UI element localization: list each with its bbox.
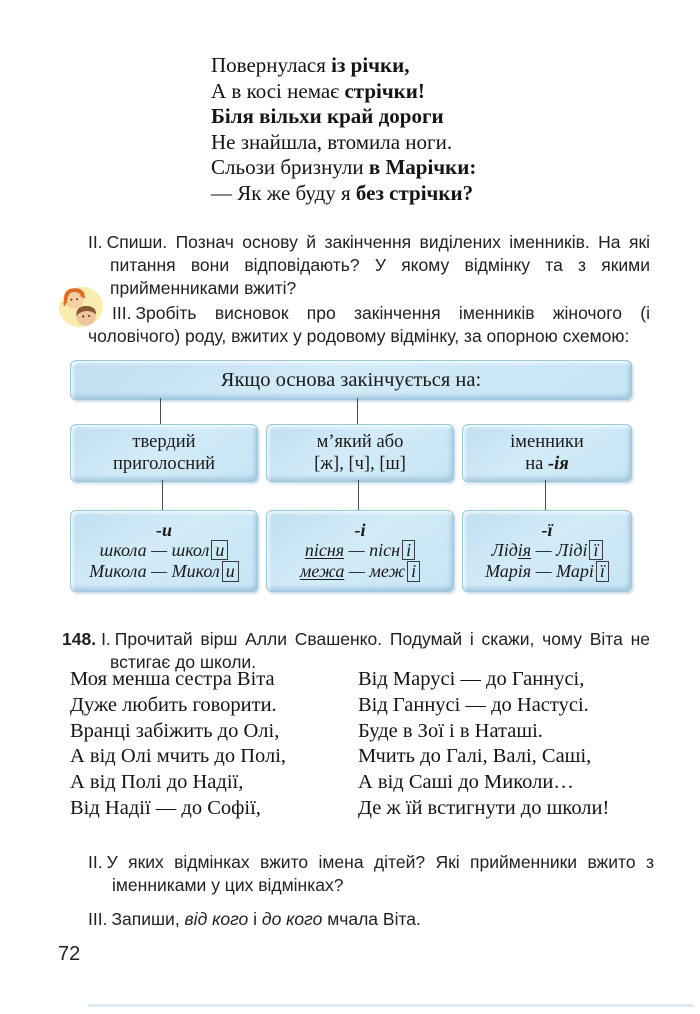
- poem-line: А від Олі мчить до Полі,: [70, 745, 287, 768]
- branch-title-line: приголосний: [112, 454, 216, 474]
- branch-title-line: [ж], [ч], [ш]: [314, 454, 406, 474]
- poem-line: Від Марусі — до Ганнусі,: [358, 668, 585, 690]
- poem-line: Від Ганнусі — до Настусі.: [358, 693, 589, 716]
- poem-top-line: Біля вільхи край дороги: [211, 104, 444, 128]
- task-number: III.: [112, 302, 132, 323]
- ending-label: -ї: [541, 519, 553, 540]
- exercise-148-part3: III.Запиши, від кого і до кого мчала Віт…: [88, 908, 654, 931]
- task-number: II.: [88, 231, 103, 252]
- poem-line: Моя менша сестра Віта: [70, 668, 275, 690]
- ending-label: -и: [155, 519, 172, 540]
- part-number: II.: [88, 851, 103, 872]
- poem-top-line: Сльози бризнули в Марічки:: [211, 155, 477, 179]
- part-text: Прочитай вірш Алли Свашенко. Подумай і с…: [110, 628, 650, 672]
- exercise-148-header: 148.I.Прочитай вірш Алли Свашенко. Подум…: [62, 628, 650, 674]
- page-number: 72: [58, 943, 81, 965]
- poem-line: А від Саші до Миколи…: [358, 771, 574, 794]
- task-text: Спиши. Познач основу й закінчення виділе…: [106, 231, 650, 298]
- ending-scheme-diagram: Якщо основа закінчується на: твердий при…: [70, 360, 632, 592]
- scheme-branch-soft-consonant: м’який або [ж], [ч], [ш]: [266, 424, 454, 482]
- exercise-poem-left-column: Моя менша сестра Віта Дуже любить говори…: [70, 667, 286, 822]
- poem-line: А від Полі до Надії,: [70, 771, 244, 794]
- branch-title-line: іменники: [510, 432, 584, 452]
- poem-line: Буде в Зої і в Наташі.: [358, 719, 543, 742]
- task-conclusion-instruction: III.Зробіть висновок про закінчення імен…: [88, 302, 650, 348]
- poem-top-line: Повернулася із річки,: [211, 53, 410, 77]
- poem-line: Вранці забіжить до Олі,: [70, 719, 280, 742]
- branch-title-line: м’який або: [316, 432, 404, 452]
- scheme-branch-iya-nouns: іменники на -ія: [462, 424, 632, 482]
- part-number: III.: [88, 908, 108, 929]
- branch-title-line: твердий: [132, 432, 196, 452]
- connector-line: [545, 480, 547, 510]
- connector-line: [358, 480, 360, 510]
- poem-top-line: Не знайшла, втомила ноги.: [211, 129, 453, 154]
- poem-top-line: — Як же буду я без стрічки?: [211, 180, 474, 205]
- exercise-poem-right-column: Від Марусі — до Ганнусі, Від Ганнусі — д…: [358, 667, 609, 822]
- task-copy-instruction: II.Спиши. Познач основу й закінчення вид…: [88, 231, 650, 300]
- poem-line: Мчить до Галі, Валі, Саші,: [358, 745, 592, 768]
- exercise-number: 148.: [62, 628, 97, 649]
- poem-top: Повернулася із річки, А в косі немає стр…: [211, 53, 476, 206]
- scheme-branch-hard-consonant: твердий приголосний: [70, 424, 258, 482]
- poem-top-line: А в косі немає стрічки!: [211, 78, 425, 103]
- task-text: Зробіть висновок про закінчення іменникі…: [88, 302, 650, 346]
- part-number: I.: [101, 628, 111, 649]
- poem-line: Дуже любить говорити.: [70, 693, 277, 716]
- branch-title-line: на -ія: [525, 454, 569, 474]
- children-icon: [54, 281, 106, 335]
- scheme-root-label: Якщо основа закінчується на:: [220, 368, 482, 391]
- connector-line: [160, 398, 162, 424]
- part-text: Запиши, від кого і до кого мчала Віта.: [111, 908, 421, 929]
- page-bottom-rule: [88, 1004, 694, 1007]
- ending-label: -і: [354, 519, 366, 540]
- scheme-root-box: Якщо основа закінчується на:: [70, 360, 632, 400]
- exercise-148-part2: II.У яких відмінках вжито імена дітей? Я…: [88, 851, 654, 897]
- connector-line: [357, 398, 359, 424]
- poem-line: Де ж їй встигнути до школи!: [358, 796, 610, 819]
- poem-line: Від Надії — до Софії,: [70, 796, 261, 819]
- connector-line: [162, 480, 164, 510]
- part-text: У яких відмінках вжито імена дітей? Які …: [106, 851, 654, 895]
